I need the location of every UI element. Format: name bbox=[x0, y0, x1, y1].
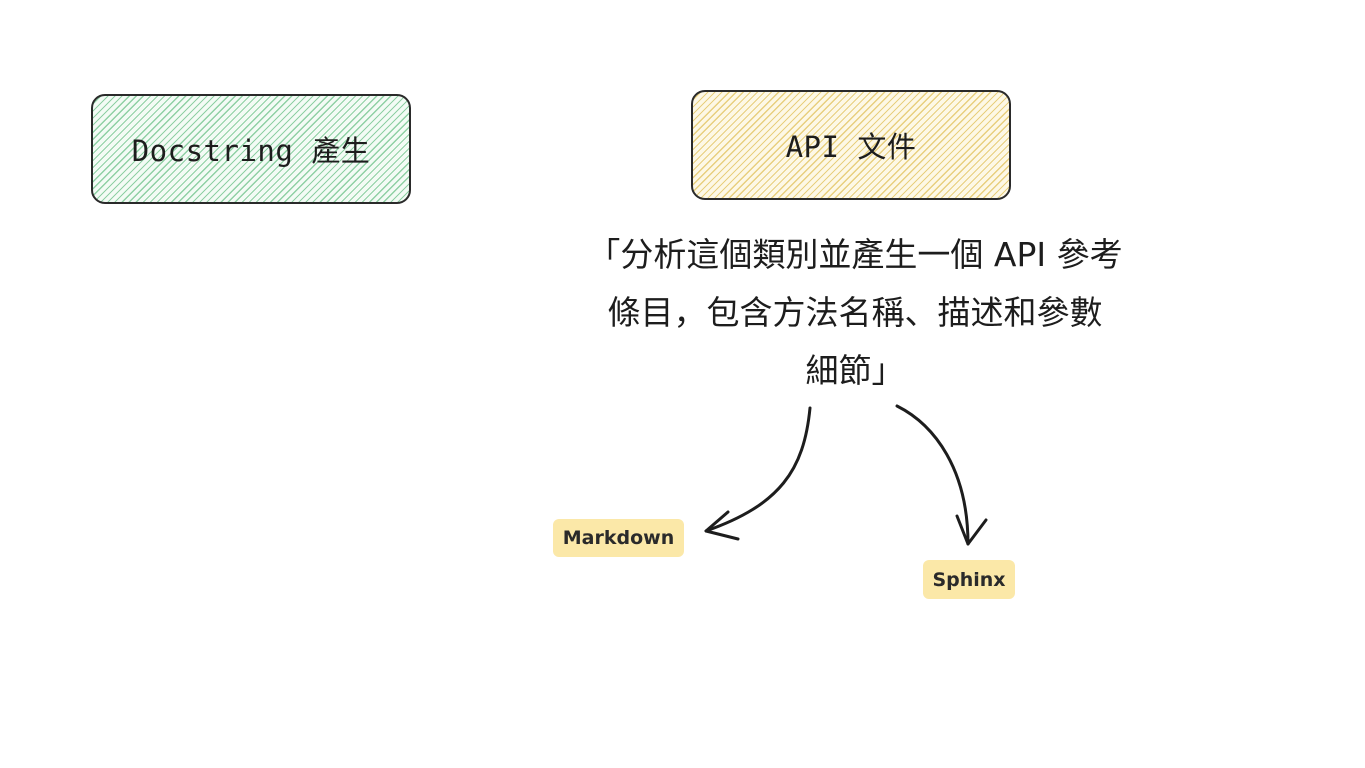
prompt-line-1: 「分析這個類別並產生一個 API 參考 bbox=[587, 235, 1123, 274]
api-documentation-box: API 文件 bbox=[691, 90, 1011, 200]
api-documentation-label: API 文件 bbox=[785, 130, 917, 164]
docstring-generation-box: Docstring 產生 bbox=[91, 94, 411, 204]
sphinx-tag-label: Sphinx bbox=[932, 568, 1006, 591]
prompt-line-3: 細節」 bbox=[805, 351, 905, 390]
prompt-text: 「分析這個類別並產生一個 API 參考 條目，包含方法名稱、描述和參數 細節」 bbox=[545, 226, 1165, 400]
arrow-to-markdown bbox=[704, 406, 812, 533]
docstring-generation-label: Docstring 產生 bbox=[131, 134, 371, 168]
prompt-line-2: 條目，包含方法名稱、描述和參數 bbox=[607, 293, 1103, 332]
arrowhead-markdown-icon bbox=[704, 510, 740, 541]
arrowhead-sphinx-icon bbox=[955, 514, 988, 546]
markdown-tag: Markdown bbox=[553, 519, 684, 557]
arrow-to-sphinx bbox=[895, 404, 970, 546]
sphinx-tag: Sphinx bbox=[923, 560, 1015, 599]
markdown-tag-label: Markdown bbox=[562, 527, 675, 549]
